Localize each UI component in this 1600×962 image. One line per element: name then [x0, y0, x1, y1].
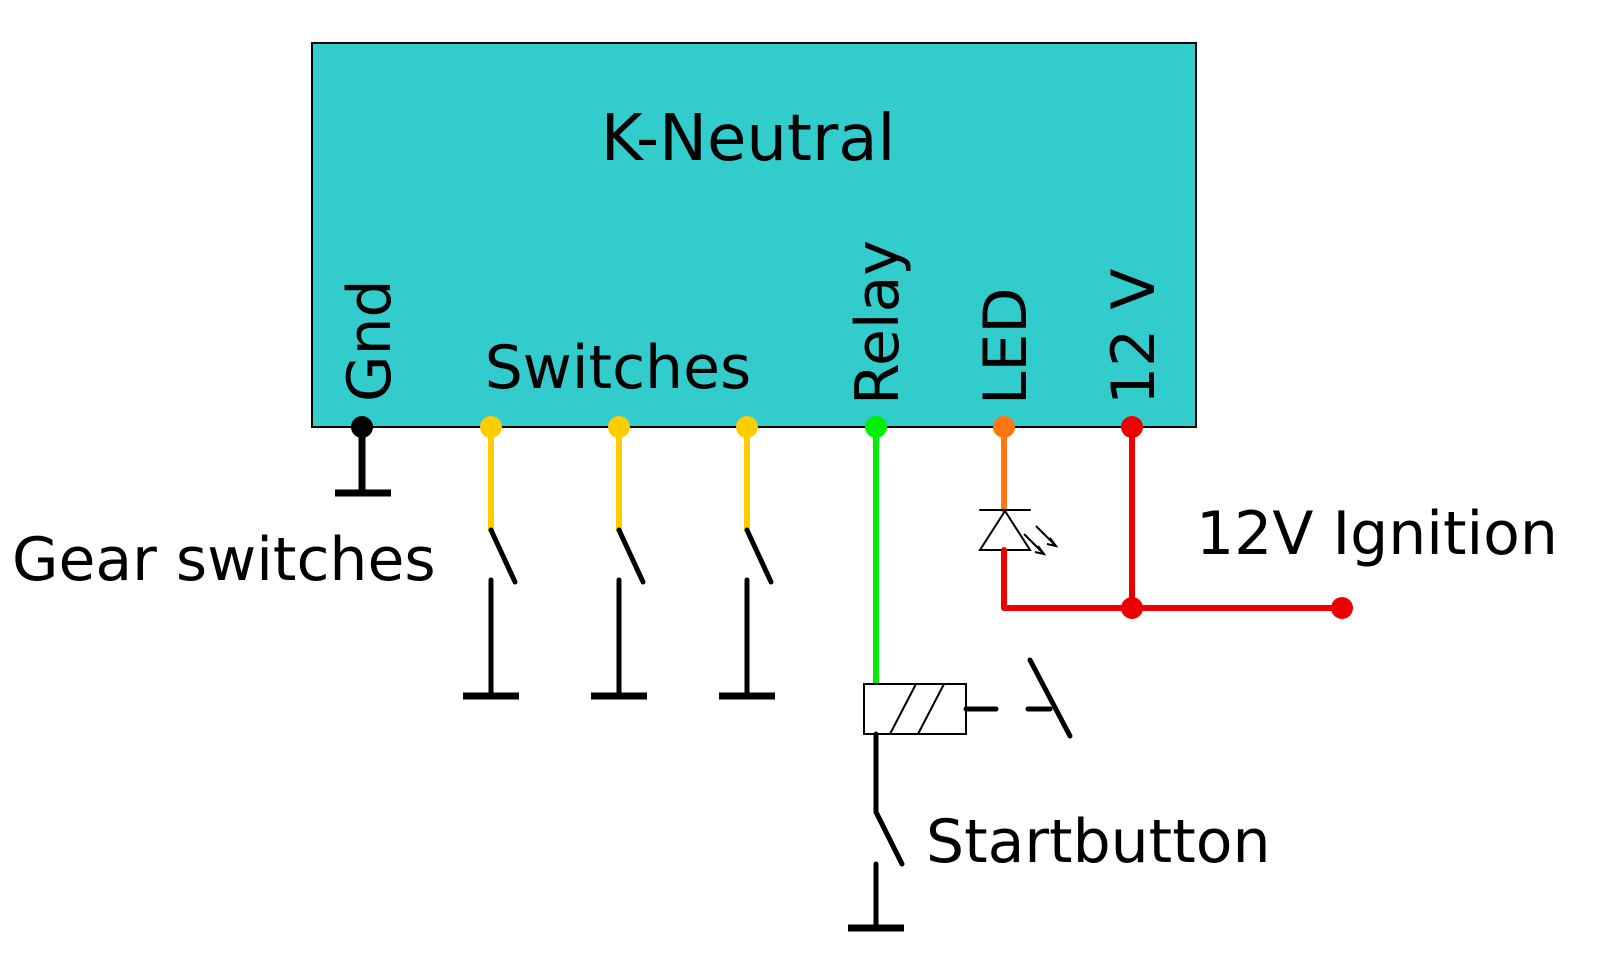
pin-dot	[865, 416, 887, 438]
pin-dot	[1121, 416, 1143, 438]
gnd-pin-dot	[351, 416, 373, 438]
led-icon	[978, 509, 1032, 551]
pin-dot	[608, 416, 630, 438]
gear-switch-2	[591, 416, 647, 700]
pin-label-gnd: Gnd	[335, 279, 405, 402]
gear-switch-1	[463, 416, 519, 700]
pin-dot	[736, 416, 758, 438]
pin-label-switches: Switches	[485, 333, 752, 403]
k-neutral-module	[311, 42, 1197, 428]
ignition-label: 12V Ignition	[1196, 499, 1558, 569]
relay-circuit	[848, 416, 1073, 932]
junction-dot	[1121, 597, 1143, 619]
pin-label-12v: 12 V	[1099, 269, 1169, 405]
gear-switches-label: Gear switches	[12, 525, 436, 595]
ignition-circuit	[1121, 416, 1353, 619]
pin-dot	[993, 416, 1015, 438]
gnd-pin-ground	[335, 416, 391, 497]
gear-switch-3	[719, 416, 775, 700]
relay-coil	[863, 683, 967, 735]
pin-dot	[480, 416, 502, 438]
pin-label-relay: Relay	[843, 240, 913, 405]
pin-label-led: LED	[971, 287, 1041, 405]
startbutton-switch	[873, 809, 905, 867]
led-circuit	[978, 416, 1345, 611]
ignition-terminal	[1331, 597, 1353, 619]
module-title: K-Neutral	[601, 102, 896, 176]
startbutton-label: Startbutton	[926, 807, 1270, 877]
